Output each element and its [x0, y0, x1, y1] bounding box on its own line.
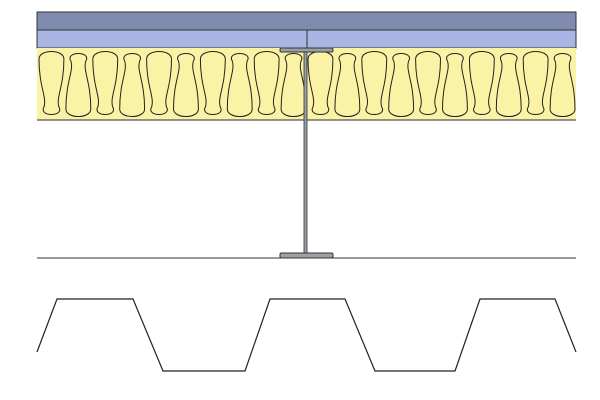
steel-i-beam: [279, 47, 334, 259]
insulation-cell: [65, 53, 92, 117]
insulation-cell: [334, 53, 361, 117]
insulation-cell: [172, 53, 199, 117]
insulation-cell: [280, 53, 307, 117]
top-flange: [279, 47, 334, 53]
insulation-cell: [146, 51, 173, 115]
insulation-cell: [226, 53, 253, 117]
insulation-cell: [199, 51, 226, 115]
top-membrane-layer: [36, 11, 577, 31]
insulation-pattern: [38, 51, 576, 117]
insulation-cell: [441, 53, 468, 117]
profiled-metal-deck: [36, 298, 577, 372]
insulation-cell: [38, 51, 65, 115]
insulation-cell: [253, 51, 280, 115]
bottom-flange: [279, 252, 334, 259]
insulation-cell: [415, 51, 442, 115]
insulation-cell: [361, 51, 388, 115]
beam-web: [303, 51, 308, 254]
insulation-cell: [388, 53, 415, 117]
insulation-cell: [119, 53, 146, 117]
insulation-cell: [549, 53, 576, 117]
insulation-cell: [468, 51, 495, 115]
insulation-cell: [92, 51, 119, 115]
insulation-cell: [307, 51, 334, 115]
insulation-cell: [495, 53, 522, 117]
insulation-cell: [522, 51, 549, 115]
